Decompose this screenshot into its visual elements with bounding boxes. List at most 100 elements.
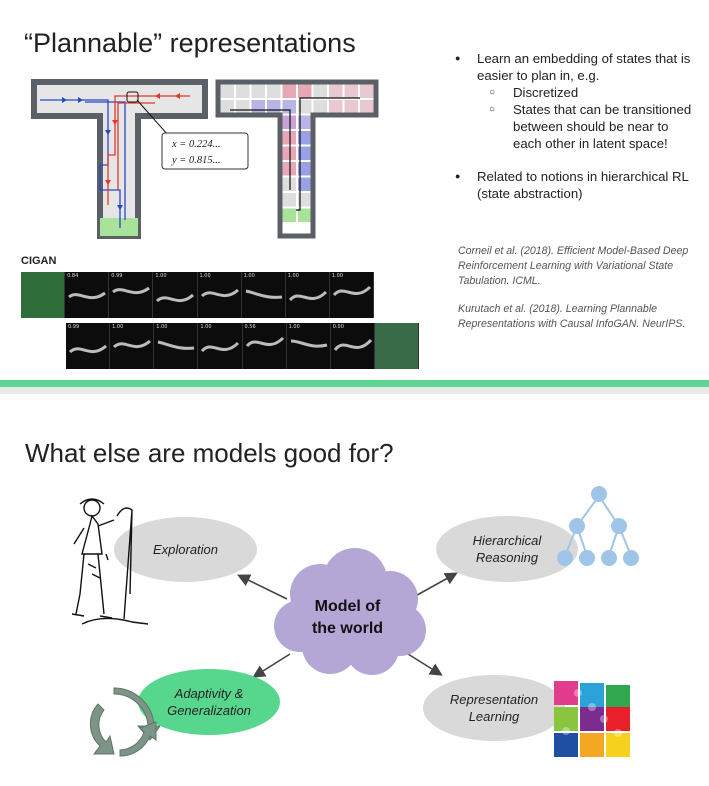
citation-corneil: Corneil et al. (2018). Efficient Model-B…: [458, 245, 689, 287]
rope-frame: 1.00: [154, 323, 199, 369]
rope-frame: 1.00: [285, 272, 330, 318]
rope-shape: [157, 340, 195, 350]
start-image-frame: [21, 272, 66, 318]
rope-frame: 1.00: [153, 272, 198, 318]
arrow-to-exploration: [237, 574, 288, 600]
slide-divider-bar: [0, 380, 709, 387]
rope-shape: [245, 289, 282, 299]
bullet-hierarchical-rl: Related to notions in hierarchical RL (s…: [455, 168, 700, 202]
grid-cell: [281, 145, 297, 161]
rope-frame: 0.99: [66, 323, 111, 369]
grid-cell: [343, 83, 359, 99]
cigan-rope-strip-top: 0.84 0.99 1.00 1.00 1.00 1.00 1.00: [21, 272, 374, 318]
frame-score: 0.56: [244, 324, 256, 330]
grid-cell: [328, 83, 344, 99]
grid-cell: [297, 99, 313, 115]
rope-frame: 1.00: [329, 272, 374, 318]
grid-cell: [281, 99, 297, 115]
rope-frame: 1.00: [198, 323, 243, 369]
model-cloud: [274, 548, 426, 675]
grid-cell: [219, 99, 235, 115]
coord-x-text: x = 0.224...: [171, 139, 221, 150]
grid-cell: [250, 83, 266, 99]
frame-score: 1.00: [243, 273, 255, 279]
grid-cell: [281, 130, 297, 146]
grid-cell: [219, 83, 235, 99]
rope-shape: [290, 339, 327, 348]
hierarchy-tree-icon: [557, 486, 639, 566]
frame-score: 1.00: [199, 273, 211, 279]
grid-cell: [235, 99, 251, 115]
t-maze-trajectory-figure: x = 0.224... y = 0.815...: [31, 79, 379, 239]
grid-cell: [281, 83, 297, 99]
rope-frame: 1.00: [197, 272, 242, 318]
frame-score: 1.00: [156, 324, 168, 330]
puzzle-pieces-icon: [554, 681, 630, 757]
rope-shape: [113, 339, 152, 349]
frame-score: 1.00: [112, 324, 124, 330]
grid-cell: [312, 83, 328, 99]
grid-cell: [281, 176, 297, 192]
rope-frame: 1.00: [110, 323, 155, 369]
bubble-adaptivity-generalization: Adaptivity &Generalization: [138, 669, 280, 735]
rope-frame: 0.99: [109, 272, 154, 318]
slide2-title: What else are models good for?: [25, 438, 394, 468]
frame-score: 0.99: [111, 273, 123, 279]
rope-shape: [156, 293, 195, 303]
grid-cell: [312, 99, 328, 115]
frame-score: 1.00: [287, 273, 299, 279]
frame-score: 0.84: [67, 273, 79, 279]
rope-frame: 0.00: [330, 323, 375, 369]
grid-cell: [343, 99, 359, 115]
rope-shape: [288, 290, 327, 302]
rope-shape: [68, 291, 107, 300]
grid-cell: [281, 192, 297, 208]
slide-gap: [0, 387, 709, 394]
frame-score: 1.00: [331, 273, 344, 279]
rope-frame: 0.56: [242, 323, 287, 369]
grid-cell: [281, 114, 297, 130]
bullet-embedding: Learn an embedding of states that is eas…: [455, 50, 700, 152]
frame-score: 0.99: [68, 324, 80, 330]
rope-shape: [112, 286, 151, 295]
grid-cell: [266, 83, 282, 99]
rope-shape: [201, 341, 240, 353]
grid-path: [296, 97, 360, 211]
grid-cell: [281, 161, 297, 177]
rope-shape: [332, 285, 371, 297]
grid-cell: [250, 99, 266, 115]
frame-score: 1.00: [155, 273, 167, 279]
bubble-exploration: Exploration: [114, 517, 257, 582]
cycle-arrows-icon: [89, 687, 160, 757]
coord-y-text: y = 0.815...: [171, 155, 221, 166]
frame-score: 1.00: [200, 324, 212, 330]
bullet-list: Learn an embedding of states that is eas…: [455, 50, 700, 202]
grid-cell: [266, 99, 282, 115]
rope-frame: 0.84: [65, 272, 110, 318]
goal-image-frame: [374, 323, 419, 369]
grid-cell: [359, 99, 375, 115]
arrow-to-adaptivity: [252, 653, 291, 678]
grid-path: [230, 109, 291, 190]
grid-cell: [235, 83, 251, 99]
grid-cell: [297, 83, 313, 99]
citation-kurutach: Kurutach et al. (2018). Learning Plannab…: [458, 303, 686, 330]
rope-shape: [245, 336, 284, 348]
hiker-illustration: [71, 498, 149, 625]
slide-plannable-representations: “Plannable” representations: [0, 0, 709, 380]
coordinate-readout-box: x = 0.224... y = 0.815...: [161, 132, 249, 170]
slide1-title: “Plannable” representations: [24, 28, 356, 58]
cigan-label: CIGAN: [21, 255, 57, 267]
rope-shape: [333, 338, 372, 352]
frame-score: 0.00: [332, 324, 344, 330]
rope-frame: 1.00: [241, 272, 286, 318]
sub-bullet-discretized: Discretized: [477, 84, 700, 101]
rope-frame: 1.00: [286, 323, 331, 369]
grid-cell: [328, 99, 344, 115]
rope-shape: [200, 288, 239, 298]
t-maze-discretized: [215, 79, 379, 239]
